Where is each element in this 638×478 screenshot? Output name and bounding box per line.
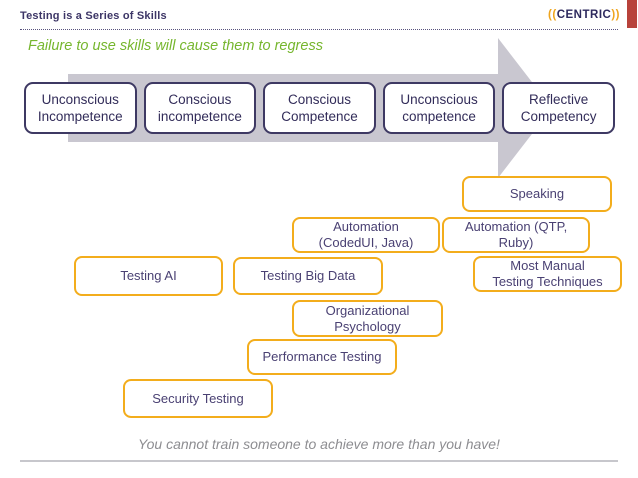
logo-text: CENTRIC bbox=[556, 9, 612, 21]
footer-quote: You cannot train someone to achieve more… bbox=[138, 436, 500, 452]
skill-box-most-manual-testing-techniques: Most Manual Testing Techniques bbox=[473, 256, 622, 292]
skill-box-security-testing: Security Testing bbox=[123, 379, 273, 418]
skill-box-testing-big-data: Testing Big Data bbox=[233, 257, 383, 295]
stage-box-conscious-competence: Conscious Competence bbox=[263, 82, 376, 134]
logo-close-paren-icon: )) bbox=[611, 9, 620, 21]
logo-open-paren-icon: (( bbox=[548, 9, 557, 21]
skill-box-performance-testing: Performance Testing bbox=[247, 339, 397, 375]
stage-box-conscious-incompetence: Conscious incompetence bbox=[143, 82, 257, 134]
corner-accent-bar bbox=[627, 0, 637, 28]
subtitle-text: Failure to use skills will cause them to… bbox=[28, 38, 323, 54]
skill-box-automation-codedui-java: Automation (CodedUI, Java) bbox=[292, 217, 440, 253]
stage-box-reflective-competency: Reflective Competency bbox=[502, 82, 615, 134]
skill-box-organizational-psychology: Organizational Psychology bbox=[292, 300, 443, 337]
centric-logo: ((CENTRIC)) bbox=[548, 9, 620, 21]
stage-box-unconscious-incompetence: Unconscious Incompetence bbox=[24, 82, 137, 134]
competence-stage-row: Unconscious Incompetence Conscious incom… bbox=[24, 82, 615, 134]
header-dotted-rule bbox=[20, 29, 618, 30]
slide-title: Testing is a Series of Skills bbox=[20, 10, 167, 22]
skill-box-speaking: Speaking bbox=[462, 176, 612, 212]
footer-rule bbox=[20, 460, 618, 462]
skill-box-testing-ai: Testing AI bbox=[74, 256, 223, 296]
skill-box-automation-qtp-ruby: Automation (QTP, Ruby) bbox=[442, 217, 590, 253]
stage-box-unconscious-competence: Unconscious competence bbox=[382, 82, 496, 134]
